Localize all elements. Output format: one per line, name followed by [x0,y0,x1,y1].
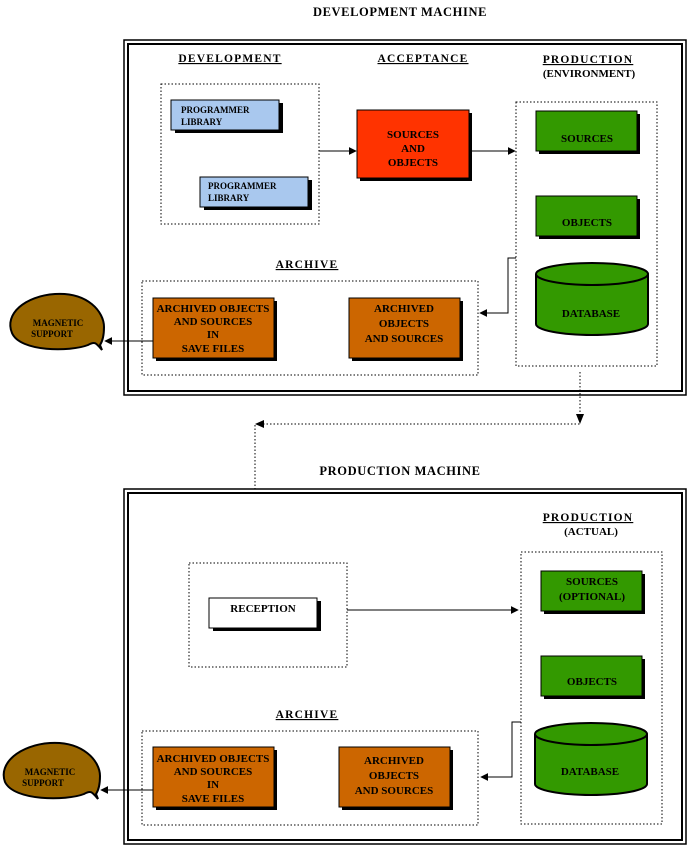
acceptance-header: ACCEPTANCE [377,53,468,65]
prod-database-label: DATABASE [561,766,619,778]
prod-database-cylinder: DATABASE [534,722,648,796]
environment-label: (ENVIRONMENT) [543,68,636,80]
prod-archived-save-line1: ARCHIVED OBJECTS [157,753,270,765]
prod-sources-optional-box: SOURCES (OPTIONAL) [540,570,645,614]
dev-sources-box: SOURCES [535,110,640,154]
development-header: DEVELOPMENT [178,53,281,65]
prod-sources-line1: SOURCES [566,576,618,588]
dev-sources-label: SOURCES [561,133,613,145]
prod-production-header: PRODUCTION [543,512,634,524]
dev-archived-line3: AND SOURCES [365,333,444,345]
dev-archive-header: ARCHIVE [276,259,339,271]
acceptance-line1: SOURCES [387,129,439,141]
development-machine-title: DEVELOPMENT MACHINE [313,5,487,19]
prod-archived-line3: AND SOURCES [355,785,434,797]
dev-database-label: DATABASE [562,308,620,320]
arrow-production-to-archive [479,257,516,317]
dev-magnetic-line2: SUPPORT [31,329,73,339]
dev-archived-save-line3: IN [207,329,219,341]
programmer-library-2-line2: LIBRARY [208,193,250,203]
dev-database-cylinder: DATABASE [535,262,649,336]
programmer-library-box-2: PROGRAMMER LIBRARY [199,176,312,210]
prod-archived-save-files-box: ARCHIVED OBJECTS AND SOURCES IN SAVE FIL… [152,746,277,810]
prod-archived-line1: ARCHIVED [364,755,424,767]
acceptance-line3: OBJECTS [388,157,438,169]
prod-archive-area [141,730,479,826]
prod-magnetic-line2: SUPPORT [22,778,64,788]
production-header: PRODUCTION [543,54,634,66]
transfer-arrowhead-left [255,420,264,428]
prod-archived-save-line4: SAVE FILES [182,793,244,805]
reception-label: RECEPTION [230,603,295,615]
actual-label: (ACTUAL) [564,526,618,538]
dev-archived-save-line4: SAVE FILES [182,343,244,355]
dev-objects-label: OBJECTS [562,217,612,229]
acceptance-line2: AND [401,143,425,155]
prod-objects-box: OBJECTS [540,655,645,699]
transfer-arrowhead-right [576,414,584,424]
programmer-library-2-line1: PROGRAMMER [208,181,277,191]
reception-area [188,562,348,668]
prod-magnetic-line1: MAGNETIC [25,767,76,777]
dev-archived-objects-box: ARCHIVED OBJECTS AND SOURCES [348,297,463,361]
dev-archived-line1: ARCHIVED [374,303,434,315]
production-actual-area [520,551,663,825]
production-environment-area [515,101,658,367]
prod-objects-label: OBJECTS [567,676,617,688]
production-machine-title: PRODUCTION MACHINE [319,464,480,478]
prod-archived-objects-box: ARCHIVED OBJECTS AND SOURCES [338,746,453,810]
prod-archived-line2: OBJECTS [369,770,419,782]
dev-magnetic-support: MAGNETIC SUPPORT [9,292,106,351]
development-area [160,83,320,225]
prod-sources-line2: (OPTIONAL) [559,591,625,603]
prod-magnetic-support: MAGNETIC SUPPORT [2,741,102,800]
prod-archived-save-line2: AND SOURCES [174,766,253,778]
dev-archived-save-files-box: ARCHIVED OBJECTS AND SOURCES IN SAVE FIL… [152,297,277,361]
programmer-library-box-1: PROGRAMMER LIBRARY [170,99,283,133]
programmer-library-1-line1: PROGRAMMER [181,105,250,115]
dev-archive-area [141,280,479,376]
dev-magnetic-line1: MAGNETIC [33,318,84,328]
arrow-production-to-prod-archive [480,721,521,781]
dev-objects-box: OBJECTS [535,195,640,239]
reception-box: RECEPTION [208,597,321,631]
dev-archived-line2: OBJECTS [379,318,429,330]
programmer-library-1-line2: LIBRARY [181,117,223,127]
prod-archive-header: ARCHIVE [276,709,339,721]
prod-archived-save-line3: IN [207,779,219,791]
dev-archived-save-line2: AND SOURCES [174,316,253,328]
dev-archived-save-line1: ARCHIVED OBJECTS [157,303,270,315]
acceptance-sources-objects-box: SOURCES AND OBJECTS [356,109,472,181]
